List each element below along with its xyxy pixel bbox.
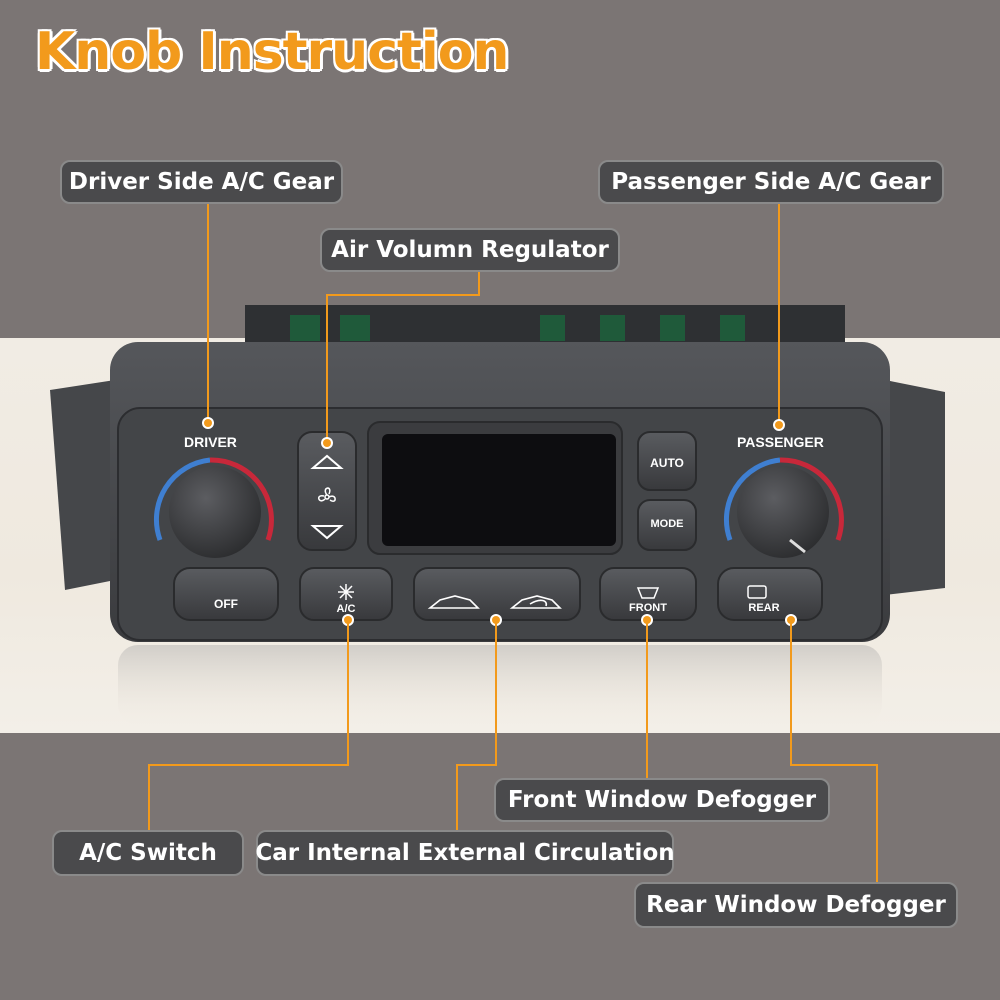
front-callout-line xyxy=(646,620,648,780)
windshield-defrost-icon xyxy=(636,587,660,599)
lcd-display xyxy=(382,434,616,546)
mode-label: MODE xyxy=(650,518,684,530)
front-defogger-label: Front Window Defogger xyxy=(494,778,830,822)
fan-icon xyxy=(318,487,336,502)
ac-label: A/C xyxy=(336,603,356,615)
recirculation-car-icons xyxy=(427,595,562,609)
off-label: OFF xyxy=(214,597,238,611)
circulation-label: Car Internal External Circulation xyxy=(255,830,675,876)
driver-knob[interactable] xyxy=(169,466,261,558)
rear-callout-v2 xyxy=(876,764,878,884)
air-volume-callout-v2 xyxy=(326,294,328,442)
driver-callout-line xyxy=(207,202,209,422)
off-button[interactable] xyxy=(173,567,279,621)
rear-defogger-label: Rear Window Defogger xyxy=(634,882,958,928)
auto-button[interactable] xyxy=(637,431,697,491)
up-arrow-icon xyxy=(310,454,344,469)
circulation-callout-h xyxy=(456,764,497,766)
ac-callout-v2 xyxy=(148,764,150,832)
air-volume-callout-dot xyxy=(323,439,331,447)
passenger-knob[interactable] xyxy=(737,466,829,558)
right-bracket xyxy=(885,380,945,595)
rear-window-defrost-icon xyxy=(747,585,767,599)
down-arrow-icon xyxy=(310,525,344,540)
rear-callout-h xyxy=(790,764,878,766)
driver-label: DRIVER xyxy=(184,434,237,450)
mode-button[interactable] xyxy=(637,499,697,551)
circulation-callout-v1 xyxy=(495,620,497,766)
air-volume-rocker[interactable] xyxy=(297,431,357,551)
rear-label: REAR xyxy=(748,602,780,614)
passenger-label: PASSENGER xyxy=(737,434,824,450)
passenger-callout-dot xyxy=(775,421,783,429)
driver-callout-dot xyxy=(204,419,212,427)
passenger-callout-line xyxy=(778,202,780,424)
left-bracket xyxy=(50,380,115,590)
ac-switch-label: A/C Switch xyxy=(52,830,244,876)
rear-callout-v1 xyxy=(790,620,792,766)
ac-callout-v1 xyxy=(347,620,349,766)
auto-label: AUTO xyxy=(650,456,684,470)
page-title: Knob Instruction xyxy=(35,22,509,82)
snowflake-icon xyxy=(338,584,354,600)
front-label: FRONT xyxy=(629,602,667,614)
circulation-callout-v2 xyxy=(456,764,458,832)
reflection xyxy=(118,645,882,725)
rear-defog-button[interactable] xyxy=(717,567,823,621)
driver-gear-label: Driver Side A/C Gear xyxy=(60,160,343,204)
ac-callout-h xyxy=(148,764,349,766)
circulation-button[interactable] xyxy=(413,567,581,621)
air-volume-callout-h xyxy=(326,294,480,296)
passenger-gear-label: Passenger Side A/C Gear xyxy=(598,160,944,204)
air-volume-callout-v1 xyxy=(478,270,480,296)
air-volume-label: Air Volumn Regulator xyxy=(320,228,620,272)
